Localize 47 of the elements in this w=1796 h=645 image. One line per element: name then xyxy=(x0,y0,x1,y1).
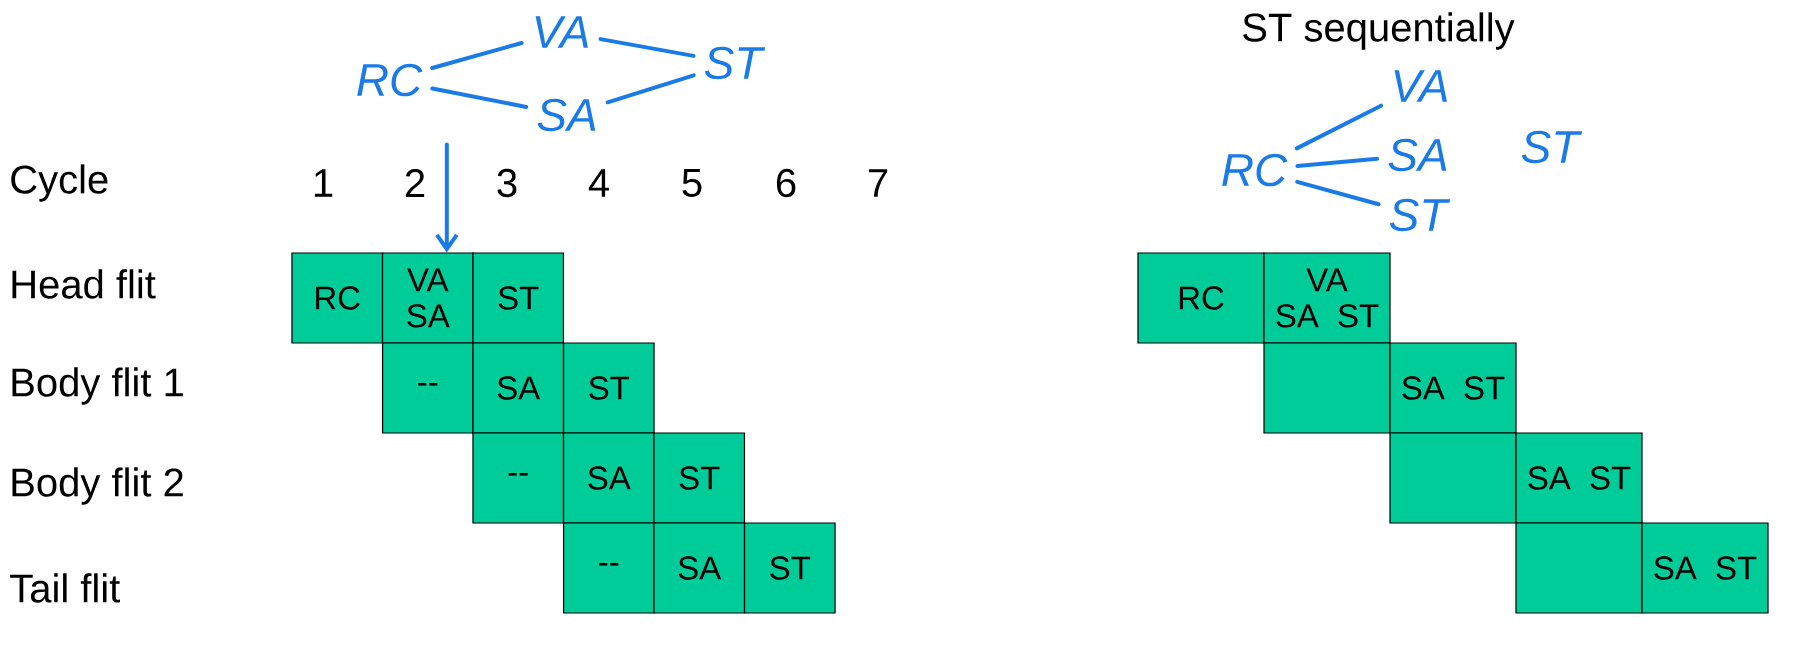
connector-line xyxy=(605,73,696,105)
arrow xyxy=(435,142,459,253)
handwritten-label: VA xyxy=(535,16,588,48)
row-label: Head flit xyxy=(12,269,156,299)
connector-line xyxy=(1295,179,1381,207)
row-label: Tail flit xyxy=(10,573,120,603)
handwritten-label: RC xyxy=(357,63,423,97)
connector-line xyxy=(430,86,529,109)
connector-line xyxy=(430,41,524,70)
handwritten-label: ST xyxy=(704,46,766,80)
cycle-number: 5 xyxy=(682,169,702,197)
stage-cell: RC xyxy=(1137,252,1265,344)
cycle-number: 3 xyxy=(497,168,517,198)
heading: ST sequentially xyxy=(1243,12,1515,50)
stage-cell: ST xyxy=(472,252,565,344)
stage-cell: SA ST xyxy=(1389,342,1517,434)
row-label: Body flit 2 xyxy=(12,467,183,505)
stage-cell: SA xyxy=(653,522,746,614)
cycle-number: 1 xyxy=(314,169,333,197)
stage-cell: ST xyxy=(653,432,746,524)
handwritten-label: ST xyxy=(1389,198,1451,232)
stage-cell: SA ST xyxy=(1641,522,1769,614)
cycle-number: 2 xyxy=(405,169,425,197)
cycle-number: 7 xyxy=(868,169,888,197)
axis-label: Cycle xyxy=(11,164,108,202)
handwritten-label: SA xyxy=(1388,138,1447,172)
handwritten-label: VA xyxy=(1394,70,1447,102)
connector-line xyxy=(598,37,696,58)
stage-cell: -- xyxy=(381,342,474,434)
stage-cell: SA ST xyxy=(1515,432,1643,524)
connector-line xyxy=(1294,103,1384,151)
row-label: Body flit 1 xyxy=(12,367,183,405)
handwritten-label: RC xyxy=(1222,153,1288,187)
stage-cell: SA xyxy=(472,342,565,434)
stage-cell: -- xyxy=(562,522,655,614)
stage-cell: -- xyxy=(472,432,565,524)
connector-line xyxy=(1295,156,1380,169)
stage-cell: VA SA xyxy=(381,252,474,344)
stage-cell: SA xyxy=(562,432,655,524)
handwritten-label: SA xyxy=(537,98,596,132)
stage-cell: VA SA ST xyxy=(1263,252,1391,344)
stage-cell: ST xyxy=(562,342,655,434)
handwritten-label: ST xyxy=(1521,130,1583,164)
cycle-number: 6 xyxy=(776,168,796,198)
stage-cell: RC xyxy=(291,252,384,344)
cycle-number: 4 xyxy=(588,169,609,197)
stage-cell: ST xyxy=(743,522,836,614)
